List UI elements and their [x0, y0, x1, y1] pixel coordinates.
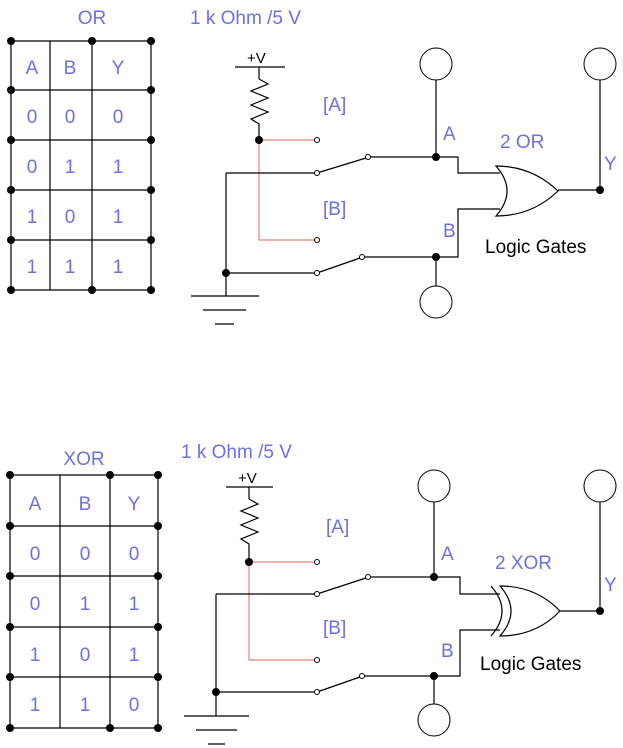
- or-cell: 0: [27, 157, 38, 178]
- xor-circuit: XOR A B Y 0 0 0 0 1 1 1 0 1 1 1 0: [6, 442, 617, 745]
- xor-table-title: XOR: [63, 449, 104, 470]
- xor-node-b-label: B: [441, 641, 454, 662]
- or-switch-a-label: [A]: [323, 95, 346, 116]
- xor-header-b: B: [79, 494, 92, 515]
- xor-cell: 0: [129, 695, 140, 716]
- xor-cell: 0: [30, 594, 41, 615]
- or-node-a-label: A: [443, 124, 456, 145]
- or-header-b: B: [64, 58, 77, 79]
- xor-supply-label: +V: [238, 470, 257, 487]
- or-supply-wiring: [191, 66, 436, 325]
- xor-supply-wiring: [184, 486, 434, 745]
- or-cell: 1: [113, 207, 124, 228]
- xor-gate-label: 2 XOR: [495, 553, 552, 574]
- or-cell: 0: [65, 107, 76, 128]
- xor-switch-a-label: [A]: [326, 517, 349, 538]
- or-probes: [419, 47, 617, 319]
- xor-cell: 0: [30, 544, 41, 565]
- or-gate-label: 2 OR: [500, 132, 544, 153]
- or-header-a: A: [26, 58, 39, 79]
- xor-cell: 0: [129, 544, 140, 565]
- or-resistor: [249, 78, 270, 140]
- xor-header-a: A: [29, 494, 42, 515]
- or-cell: 1: [113, 257, 124, 278]
- xor-table-nodes: [6, 471, 162, 732]
- xor-cell: 1: [80, 695, 91, 716]
- xor-cell: 1: [129, 594, 140, 615]
- or-header-y: Y: [112, 58, 125, 79]
- xor-switch-b-label: [B]: [323, 618, 346, 639]
- or-switch-b-label: [B]: [323, 199, 346, 220]
- or-gate-icon: [494, 165, 559, 217]
- xor-header-y: Y: [128, 494, 141, 515]
- or-cell: 1: [27, 207, 38, 228]
- xor-truth-table: XOR A B Y 0 0 0 0 1 1 1 0 1 1 1 0: [6, 449, 162, 732]
- or-cell: 0: [27, 107, 38, 128]
- or-cell: 0: [113, 107, 124, 128]
- xor-node-y-label: Y: [604, 575, 617, 596]
- or-resistor-label: 1 k Ohm /5 V: [190, 8, 301, 29]
- xor-cell: 1: [30, 695, 41, 716]
- xor-gate-icon: [490, 585, 561, 637]
- or-table-nodes: [7, 37, 155, 294]
- xor-resistor-label: 1 k Ohm /5 V: [181, 442, 292, 463]
- or-truth-table: OR A B Y 0 0 0 0 1 1 1 0 1 1 1 1: [7, 8, 155, 294]
- xor-cell: 0: [80, 645, 91, 666]
- or-circuit: OR A B Y 0 0 0 0 1 1 1 0 1 1 1 1: [7, 8, 617, 325]
- xor-group-label: Logic Gates: [480, 654, 581, 675]
- or-cell: 1: [65, 257, 76, 278]
- xor-resistor: [239, 498, 260, 562]
- or-node-b-label: B: [443, 221, 456, 242]
- xor-node-a-label: A: [441, 544, 454, 565]
- or-group-label: Logic Gates: [485, 237, 586, 258]
- or-cell: 1: [27, 257, 38, 278]
- or-supply-label: +V: [247, 50, 266, 67]
- or-cell: 1: [65, 157, 76, 178]
- xor-cell: 1: [129, 645, 140, 666]
- or-cell: 1: [113, 157, 124, 178]
- xor-ground-icon: [184, 715, 249, 745]
- or-cell: 0: [65, 207, 76, 228]
- xor-probes: [417, 469, 617, 737]
- or-ground-icon: [191, 295, 259, 325]
- or-table-title: OR: [78, 8, 107, 29]
- xor-cell: 1: [30, 645, 41, 666]
- xor-cell: 1: [80, 594, 91, 615]
- xor-cell: 0: [80, 544, 91, 565]
- or-node-y-label: Y: [604, 154, 617, 175]
